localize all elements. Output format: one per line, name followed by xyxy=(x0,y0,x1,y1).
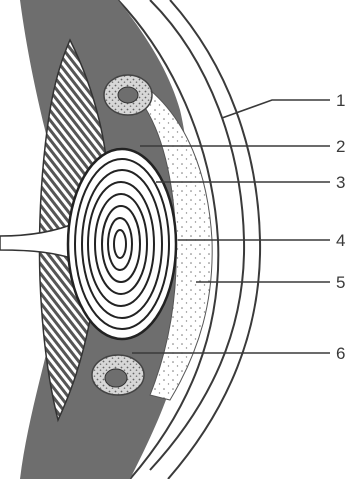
callout-5: 5 xyxy=(336,273,345,292)
callout-3: 3 xyxy=(336,173,345,192)
callout-1: 1 xyxy=(336,91,345,110)
lens xyxy=(68,149,176,339)
callout-4: 4 xyxy=(336,231,345,250)
callout-6: 6 xyxy=(336,344,345,363)
callout-2: 2 xyxy=(336,137,345,156)
